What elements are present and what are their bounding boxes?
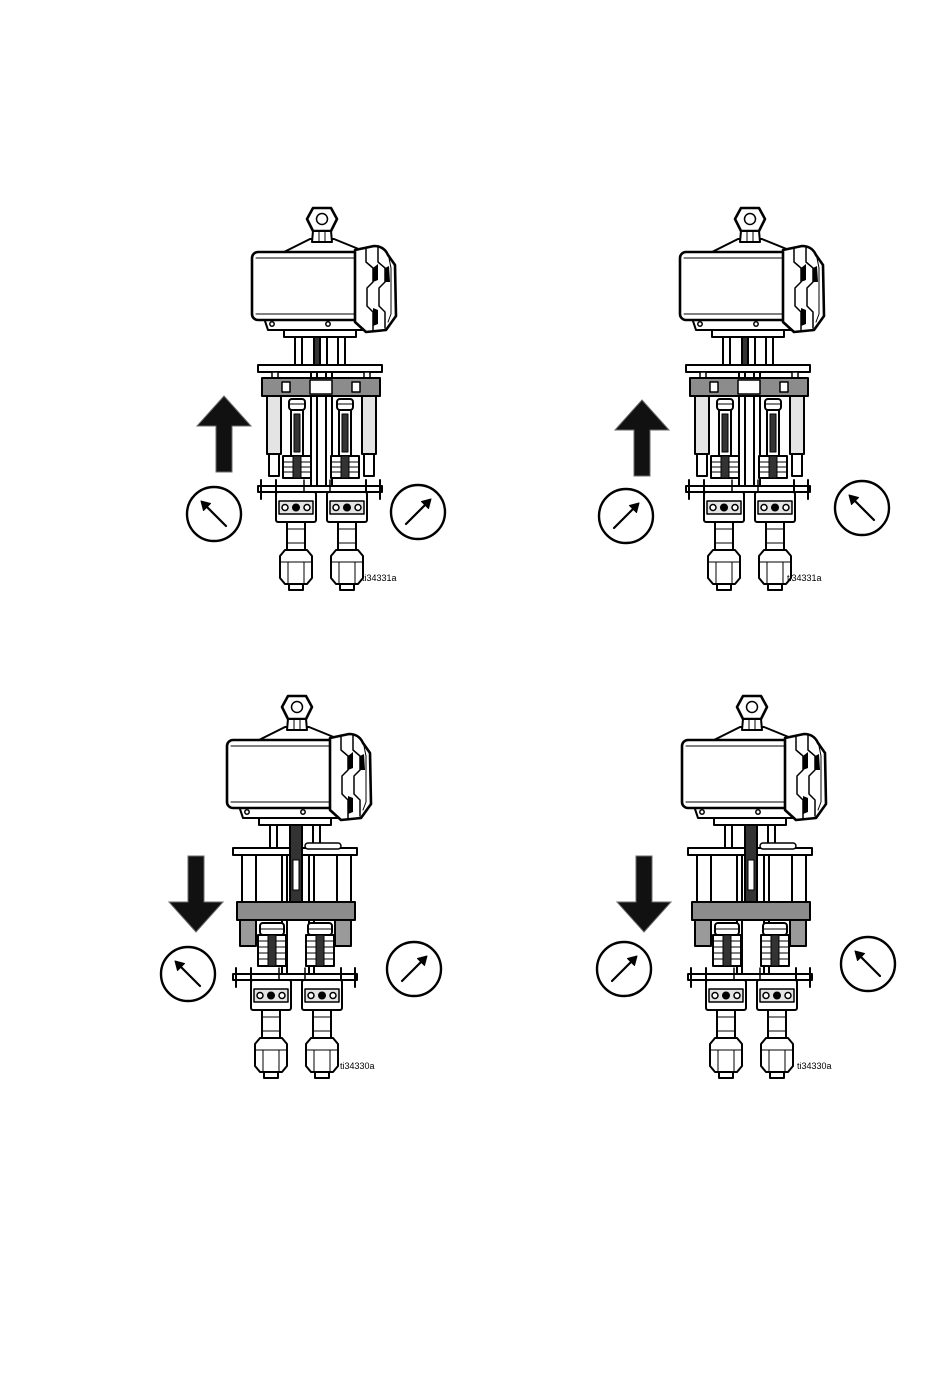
- pump-assembly: [252, 208, 396, 590]
- pressure-gauge-icon: [391, 485, 445, 539]
- figure-id-label: ti34331a: [787, 573, 822, 583]
- pump-assembly: [227, 696, 371, 1078]
- direction-arrow-icon: [615, 400, 669, 476]
- direction-arrow-icon: [617, 856, 671, 932]
- pressure-gauge-icon: [187, 487, 241, 541]
- figure-id-label: ti34330a: [797, 1061, 832, 1071]
- pump-assembly: [680, 208, 824, 590]
- figure-panel-bottom-right: ti34330a: [597, 696, 895, 1078]
- pressure-gauge-icon: [599, 489, 653, 543]
- figure-panel-bottom-left: ti34330a: [161, 696, 441, 1078]
- direction-arrow-icon: [197, 396, 251, 472]
- figure-id-label: ti34330a: [340, 1061, 375, 1071]
- figure-panel-top-right: ti34331a: [599, 208, 889, 590]
- figure-panel-top-left: ti34331a: [187, 208, 445, 590]
- pressure-gauge-icon: [841, 937, 895, 991]
- pressure-gauge-icon: [597, 942, 651, 996]
- direction-arrow-icon: [169, 856, 223, 932]
- pressure-gauge-icon: [387, 942, 441, 996]
- pressure-gauge-icon: [835, 481, 889, 535]
- figure-id-label: ti34331a: [362, 573, 397, 583]
- pressure-gauge-icon: [161, 947, 215, 1001]
- pump-assembly: [682, 696, 826, 1078]
